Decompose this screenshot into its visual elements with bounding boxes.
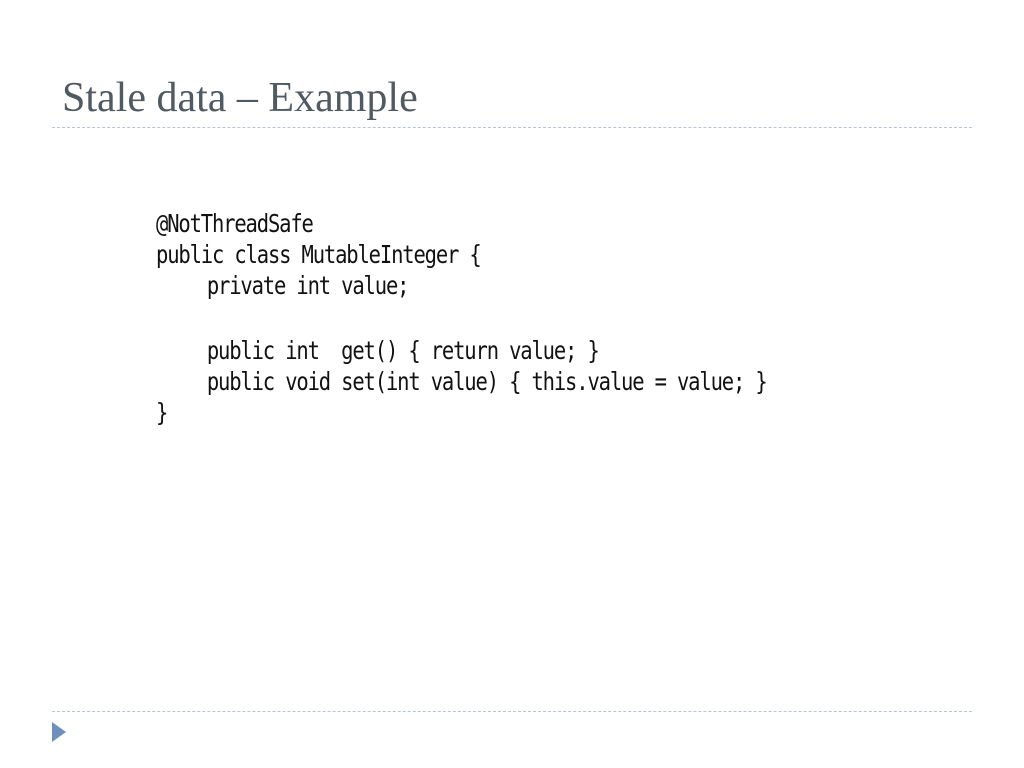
code-line-closing-brace: } bbox=[156, 398, 168, 427]
slide-title: Stale data – Example bbox=[62, 75, 418, 121]
title-divider bbox=[52, 127, 972, 128]
footer-divider bbox=[52, 711, 972, 712]
code-line-class-declaration: public class MutableInteger { bbox=[156, 240, 482, 269]
code-line-annotation: @NotThreadSafe bbox=[156, 209, 314, 238]
code-block: @NotThreadSafe public class MutableInteg… bbox=[156, 208, 768, 428]
code-line-getter: public int get() { return value; } bbox=[206, 336, 600, 365]
code-line-field: private int value; bbox=[206, 271, 410, 300]
code-line-setter: public void set(int value) { this.value … bbox=[206, 367, 768, 396]
code-line-blank bbox=[156, 301, 767, 335]
triangle-right-icon bbox=[52, 722, 66, 742]
